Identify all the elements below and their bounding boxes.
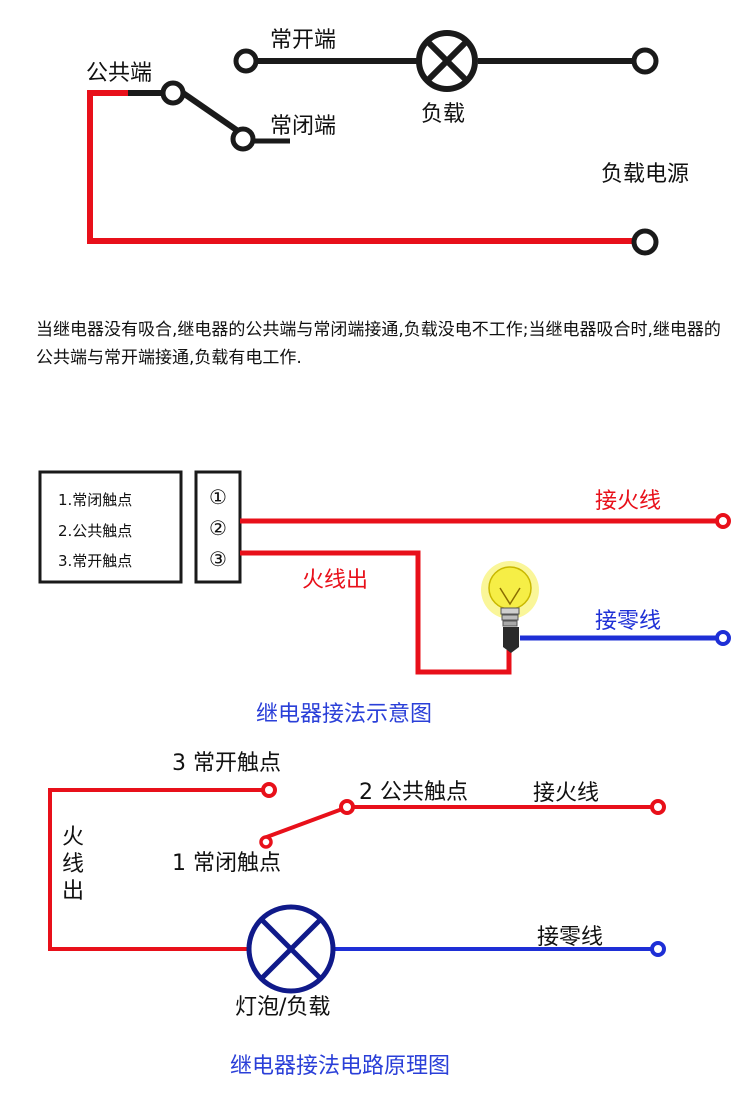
- no-terminal: [261, 782, 277, 798]
- no-terminal: [233, 48, 259, 74]
- terminal-1: ①: [209, 485, 227, 509]
- switch-lever: [181, 90, 240, 134]
- common-terminal: [339, 799, 355, 815]
- live-out-wire: [240, 550, 512, 675]
- terminal-3: ③: [209, 547, 227, 571]
- nc-terminal: [259, 835, 273, 849]
- label-live-out-1: 火: [62, 825, 84, 850]
- label-neutral: 接零线: [595, 609, 661, 634]
- contact-3-label: 3.常开触点: [58, 552, 132, 570]
- diagram-1: 公共端 常开端 常闭端 负载 负载电源: [86, 28, 689, 256]
- label-common-contact: 2 公共触点: [359, 780, 468, 805]
- label-load: 灯泡/负载: [235, 995, 330, 1020]
- terminal-2: ②: [209, 516, 227, 540]
- red-wire-common-to-power: [87, 90, 632, 244]
- live-in-terminal: [650, 799, 666, 815]
- common-terminal: [160, 80, 186, 106]
- terminal-block: [194, 470, 242, 584]
- contact-2-label: 2.公共触点: [58, 522, 132, 540]
- label-no-terminal: 常开端: [270, 28, 336, 53]
- caption-circuit-diagram: 继电器接法电路原理图: [230, 1054, 450, 1079]
- label-live-in: 接火线: [595, 489, 661, 514]
- diagram-3: 3 常开触点 2 公共触点 接火线 1 常闭触点 火 线 出 接零线 灯泡/负载…: [48, 751, 666, 1079]
- lamp-load-icon: [246, 904, 336, 994]
- power-terminal-top: [631, 47, 659, 75]
- contact-list-box: [38, 470, 183, 584]
- live-out-wire: [48, 788, 263, 951]
- switch-lever: [263, 806, 346, 840]
- neutral-terminal: [715, 630, 731, 646]
- label-nc-contact: 1 常闭触点: [172, 851, 281, 876]
- label-live-out-3: 出: [62, 879, 84, 904]
- label-nc-terminal: 常闭端: [270, 114, 336, 139]
- label-no-contact: 3 常开触点: [172, 751, 281, 776]
- diagram-1-description: 当继电器没有吸合,继电器的公共端与常闭端接通,负载没电不工作;当继电器吸合时,继…: [36, 320, 721, 368]
- label-live-in: 接火线: [533, 781, 599, 806]
- contact-1-label: 1.常闭触点: [58, 491, 132, 509]
- load-lamp-icon: [416, 30, 478, 92]
- caption-wiring-diagram: 继电器接法示意图: [256, 702, 432, 727]
- nc-terminal: [230, 126, 256, 152]
- label-load: 负载: [421, 102, 465, 127]
- label-common-terminal: 公共端: [86, 61, 152, 86]
- power-terminal-bottom: [631, 228, 659, 256]
- label-power: 负载电源: [601, 162, 689, 187]
- diagram-2: 1.常闭触点 2.公共触点 3.常开触点 ① ② ③ 接火线 火线出 接零线 继…: [38, 470, 731, 727]
- live-in-terminal: [715, 513, 731, 529]
- label-neutral: 接零线: [537, 925, 603, 950]
- label-live-out: 火线出: [302, 568, 368, 593]
- light-bulb-icon: [481, 561, 539, 653]
- neutral-terminal: [650, 941, 666, 957]
- label-live-out-2: 线: [62, 852, 84, 877]
